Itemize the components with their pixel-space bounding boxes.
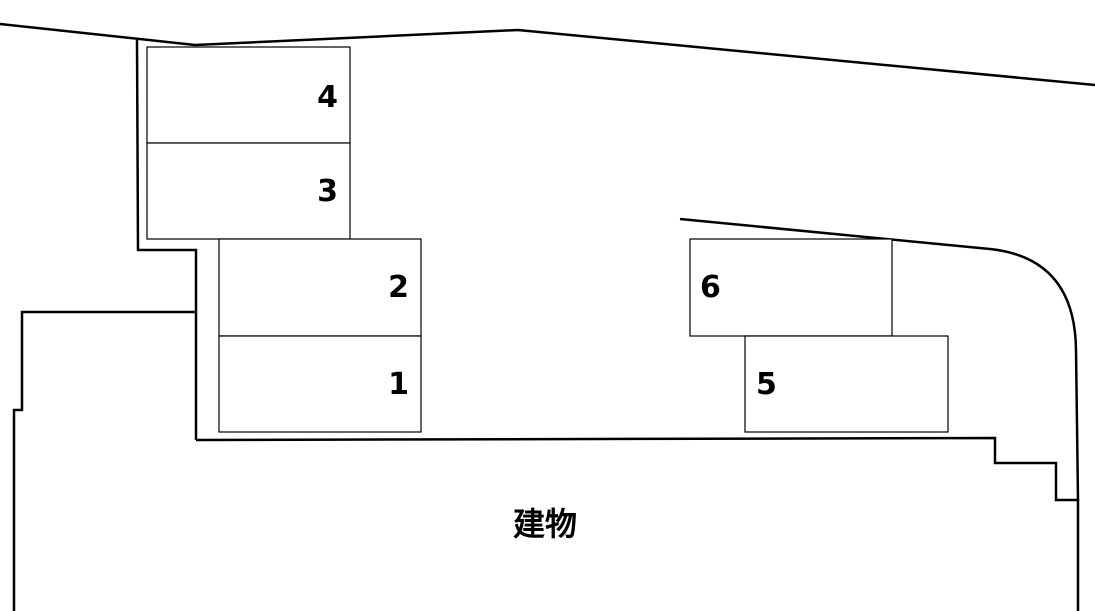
parking-space-5[interactable] bbox=[744, 335, 949, 433]
building-top-wall-line bbox=[195, 436, 1080, 611]
parking-space-6-label: 6 bbox=[700, 270, 721, 305]
top-boundary-line bbox=[0, 22, 1095, 87]
parking-space-4-label: 4 bbox=[317, 80, 338, 115]
parking-space-3[interactable] bbox=[146, 142, 351, 240]
parking-space-1[interactable] bbox=[218, 335, 422, 433]
right-curved-boundary-line bbox=[679, 217, 1080, 501]
parking-space-4[interactable] bbox=[146, 46, 351, 144]
parking-space-3-label: 3 bbox=[317, 174, 338, 209]
parking-space-1-label: 1 bbox=[388, 367, 409, 402]
left-inner-wall-line bbox=[135, 39, 198, 440]
building-outline-line bbox=[12, 310, 196, 611]
parking-space-5-label: 5 bbox=[756, 367, 777, 402]
parking-space-2[interactable] bbox=[218, 238, 422, 337]
parking-space-2-label: 2 bbox=[388, 270, 409, 305]
building-label: 建物 bbox=[513, 505, 577, 543]
